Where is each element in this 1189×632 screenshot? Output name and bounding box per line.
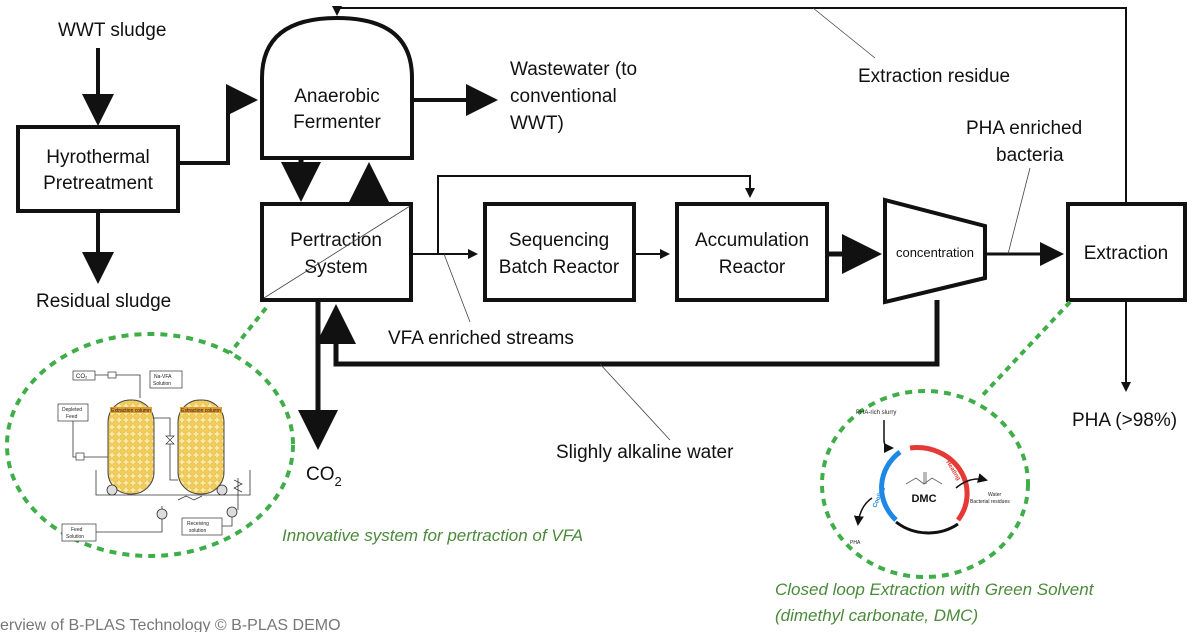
sbr-block xyxy=(483,202,636,302)
residues-label: Bacterial residues xyxy=(970,499,1010,505)
column-1-band xyxy=(110,407,152,413)
fermenter-label-line2: Fermenter xyxy=(293,112,381,133)
fermenter-label-line1: Anaerobic xyxy=(294,86,380,107)
callout-pertraction-connector xyxy=(224,306,268,360)
column-1-label: Extraction column xyxy=(111,408,151,414)
pha-enriched-label-line2: bacteria xyxy=(996,145,1064,166)
receiving-label-line2: solution xyxy=(189,528,206,534)
fermenter-block xyxy=(260,15,414,160)
pertraction-label-line1: Pertraction xyxy=(290,230,382,251)
extraction-caption-line1: Closed loop Extraction with Green Solven… xyxy=(775,580,1095,599)
zigzag-2 xyxy=(177,495,203,501)
leader-pertraction-diagonal xyxy=(263,205,411,299)
water-label: Water xyxy=(988,492,1001,498)
bottom-loop-line xyxy=(95,470,251,496)
pretreatment-label-line1: Hyrothermal xyxy=(46,147,149,168)
depleted-feed-line xyxy=(72,421,108,458)
dmc-loop-schematic: PHA-rich slurry Heating Cooling DMC Wate… xyxy=(850,410,1010,546)
extraction-inset-border xyxy=(820,389,1030,579)
depleted-label-line2: Feed xyxy=(66,414,78,420)
pertraction-label-line2: System xyxy=(304,257,367,278)
sbr-label-line2: Batch Reactor xyxy=(499,257,620,278)
na-vfa-solution-label: Solution xyxy=(153,381,171,387)
accumulation-label-line1: Accumulation xyxy=(695,230,809,251)
leader-residue xyxy=(812,7,876,59)
dmc-pha-label: PHA xyxy=(850,540,861,546)
pretreatment-label-line2: Pretreatment xyxy=(43,173,154,194)
wastewater-label-line1: Wastewater (to xyxy=(510,59,637,80)
receiving-label-line1: Receiving xyxy=(187,521,209,527)
column-1 xyxy=(107,399,155,495)
pump-2-icon xyxy=(216,484,228,496)
pertraction-caption: Innovative system for pertraction of VFA xyxy=(282,526,583,545)
extraction-block xyxy=(1066,202,1187,302)
pretreatment-block xyxy=(16,125,180,213)
pha-output-label: PHA (>98%) xyxy=(1072,410,1177,431)
pertraction-schematic: CO₂ Na-VFA Solution Depleted Feed Extrac… xyxy=(57,370,251,542)
callout-extraction-connector xyxy=(978,300,1072,400)
heating-arc xyxy=(909,445,970,522)
footer-caption: erview of B-PLAS Technology © B-PLAS DEM… xyxy=(0,617,341,632)
column-link-top xyxy=(154,417,178,481)
feed-solution-label-line2: Solution xyxy=(66,534,84,540)
accumulation-block xyxy=(675,202,829,302)
pump-1-icon xyxy=(106,484,118,496)
dmc-molecule-icon xyxy=(905,472,943,485)
pha-enriched-label-line1: PHA enriched xyxy=(966,118,1082,139)
inset-co2-label: CO₂ xyxy=(76,374,88,380)
extraction-residue-recycle-arrow xyxy=(332,6,1127,202)
depleted-label-line1: Depleted xyxy=(62,407,82,413)
wastewater-label-line3: WWT) xyxy=(510,113,564,134)
dmc-loop-dark xyxy=(895,520,959,535)
leader-alkaline xyxy=(599,363,671,441)
column-2 xyxy=(177,399,225,495)
dmc-label: DMC xyxy=(911,493,936,505)
pha-slurry-label: PHA-rich slurry xyxy=(856,410,896,416)
concentration-block xyxy=(883,197,987,305)
cooling-arc xyxy=(879,450,902,522)
vfa-bypass-arrow xyxy=(437,175,755,254)
leader-pha-enriched xyxy=(1007,167,1031,255)
column-2-band xyxy=(180,407,222,413)
extraction-residue-label: Extraction residue xyxy=(858,66,1010,87)
vfa-streams-label: VFA enriched streams xyxy=(388,328,574,349)
co2-label: CO2 xyxy=(306,464,342,489)
receiving-solution-box xyxy=(181,517,223,536)
feed-pump-icon xyxy=(156,508,168,520)
co2-source-box xyxy=(72,370,96,381)
co2-valve-box xyxy=(107,371,117,379)
alkaline-water-recycle-arrow xyxy=(316,300,940,367)
na-vfa-label: Na-VFA xyxy=(154,374,172,380)
accumulation-label-line2: Reactor xyxy=(719,257,786,278)
na-vfa-box xyxy=(149,370,183,389)
extraction-label: Extraction xyxy=(1084,243,1168,264)
wwt-sludge-label: WWT sludge xyxy=(58,20,166,41)
feed-solution-label-line1: Feed xyxy=(71,527,83,533)
column-2-label: Extraction column xyxy=(181,408,221,414)
residual-sludge-label: Residual sludge xyxy=(36,291,171,312)
sbr-label-line1: Sequencing xyxy=(509,230,609,251)
co2-to-column-line xyxy=(132,374,141,398)
alkaline-water-label: Slighly alkaline water xyxy=(556,442,734,463)
pha-outlet-arrow xyxy=(853,497,873,526)
pretreatment-to-fermenter-arrow xyxy=(180,84,258,165)
receiving-pump-icon xyxy=(226,506,238,518)
feed-valve-box xyxy=(75,452,85,461)
wastewater-label-line2: conventional xyxy=(510,86,617,107)
water-outlet-arrow xyxy=(955,473,988,489)
zigzag-1 xyxy=(233,479,243,493)
link-valve-icon xyxy=(165,435,175,445)
extraction-caption-line2: (dimethyl carbonate, DMC) xyxy=(775,606,978,625)
feed-solution-box xyxy=(61,523,97,542)
concentration-label: concentration xyxy=(896,245,974,260)
slurry-inlet-arrow xyxy=(883,420,894,453)
leader-vfa xyxy=(443,253,471,323)
